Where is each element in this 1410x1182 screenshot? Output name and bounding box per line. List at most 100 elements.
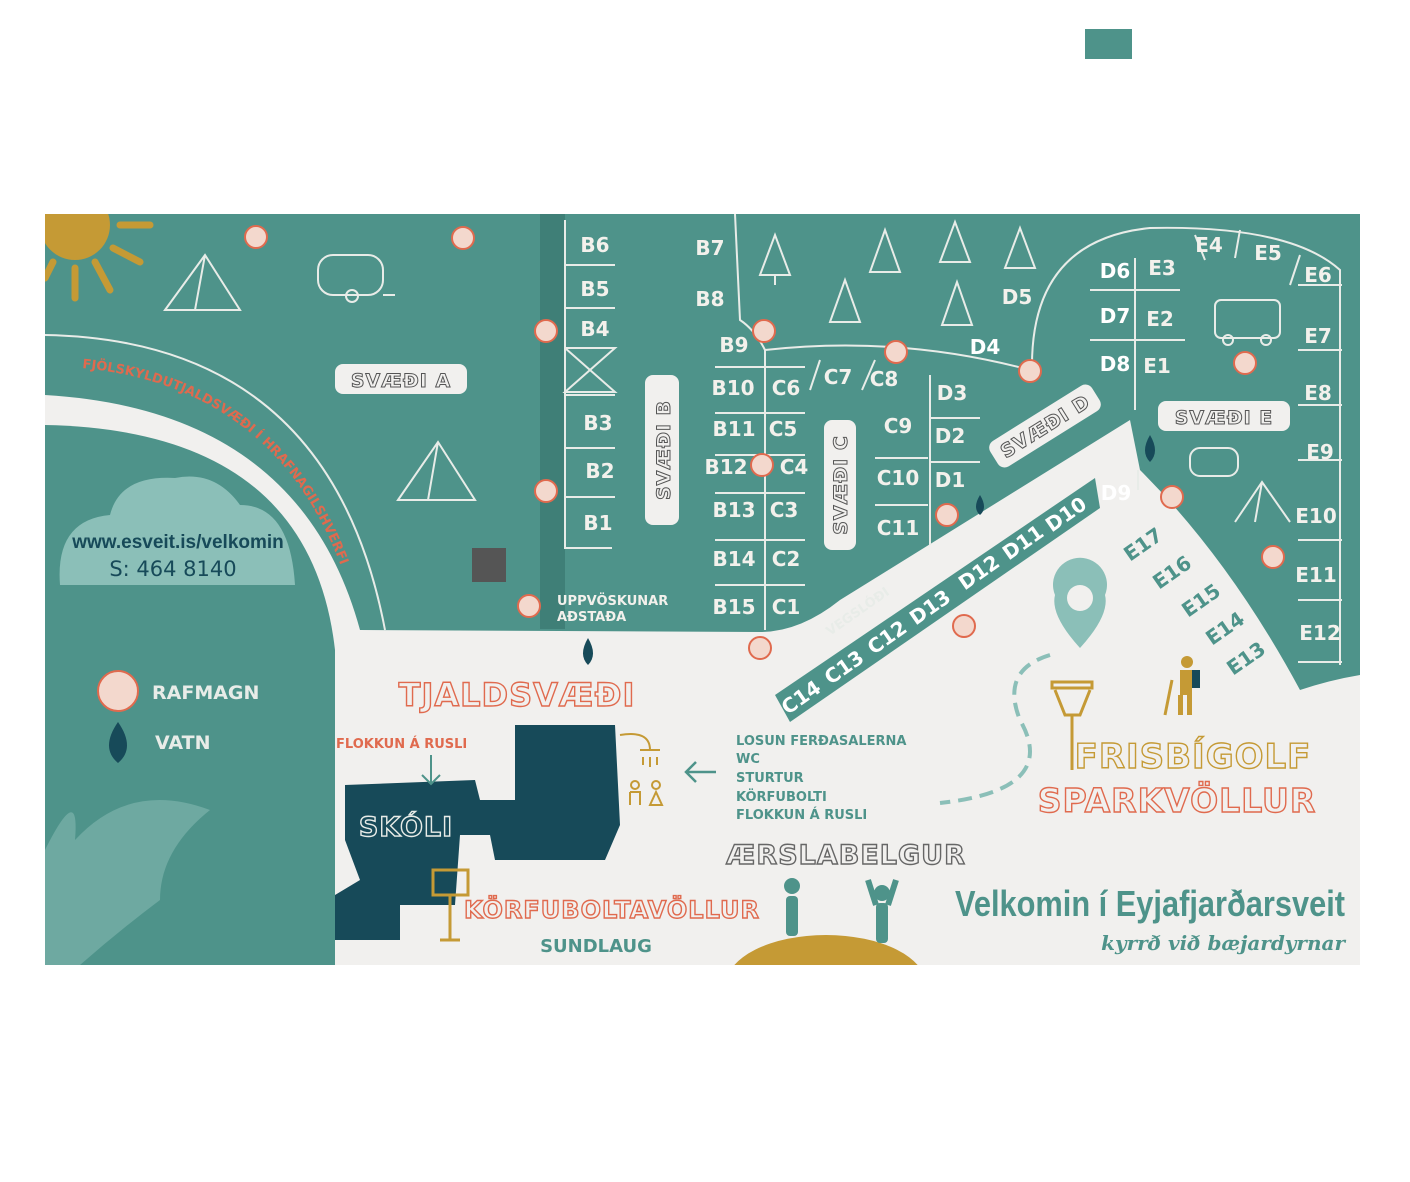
hill xyxy=(734,935,918,965)
welcome-title: Velkomin í Eyjafjarðarsveit xyxy=(955,883,1345,924)
legend-water: VATN xyxy=(109,722,211,763)
plot-label: D6 xyxy=(1100,259,1131,283)
dishwashing-label: AÐSTAÐA xyxy=(557,610,626,625)
football-field-label: SPARKVÖLLUR xyxy=(1038,780,1317,820)
plot-strip-c-d xyxy=(775,478,1100,722)
person-icon xyxy=(784,878,899,943)
svg-text:VATN: VATN xyxy=(155,732,211,754)
plot-label: C9 xyxy=(884,414,913,438)
plot-label: D9 xyxy=(1101,481,1132,505)
plot-label: B2 xyxy=(585,459,614,483)
svg-text:FLOKKUN Á RUSLI: FLOKKUN Á RUSLI xyxy=(736,807,867,823)
svg-text:KÖRFUBOLTI: KÖRFUBOLTI xyxy=(736,789,827,805)
arrow-down-icon xyxy=(421,755,441,786)
shower-icon xyxy=(619,733,660,767)
plot-label: E4 xyxy=(1195,233,1223,257)
services-list: LOSUN FERÐASALERNA WC STURTUR KÖRFUBOLTI… xyxy=(736,734,906,823)
svg-text:SVÆÐI C: SVÆÐI C xyxy=(830,435,852,535)
plot-label: C7 xyxy=(824,365,853,389)
plot-label: C3 xyxy=(770,498,799,522)
plot-label: C11 xyxy=(877,516,920,540)
svg-text:SVÆÐI A: SVÆÐI A xyxy=(351,370,451,392)
header-color-swatch xyxy=(1085,29,1132,59)
dishwashing-label: UPPVÖSKUNAR xyxy=(557,593,668,609)
plot-label: B12 xyxy=(704,455,747,479)
forest-edge xyxy=(540,214,565,629)
plot-label: C2 xyxy=(772,547,801,571)
plot-label: E10 xyxy=(1295,504,1337,528)
plot-label: E1 xyxy=(1143,354,1171,378)
plot-label: B11 xyxy=(712,417,755,441)
zone-badge-c: SVÆÐI C xyxy=(824,420,856,550)
svg-text:STURTUR: STURTUR xyxy=(736,771,804,786)
leaf-decoration xyxy=(45,800,210,965)
plot-label: B13 xyxy=(712,498,755,522)
bouncy-pillow-label: ÆRSLABELGUR xyxy=(726,840,966,871)
plot-label: D4 xyxy=(970,335,1001,359)
plot-label: E8 xyxy=(1304,381,1332,405)
plot-label: E5 xyxy=(1254,241,1282,265)
plot-label: E9 xyxy=(1306,440,1334,464)
zone-badge-b: SVÆÐI B xyxy=(645,375,679,525)
frisbee-basket-icon xyxy=(1050,680,1094,770)
svg-text:SVÆÐI B: SVÆÐI B xyxy=(653,400,675,500)
svg-text:SVÆÐI E: SVÆÐI E xyxy=(1175,407,1274,429)
plot-label: D3 xyxy=(937,381,968,405)
campsite-title: TJALDSVÆÐI xyxy=(399,676,636,714)
tree-icons xyxy=(758,219,1037,326)
plot-label: B3 xyxy=(583,411,612,435)
plot-label: B5 xyxy=(580,277,609,301)
plot-label: C4 xyxy=(780,455,809,479)
tagline: kyrrð við bæjardyrnar xyxy=(1101,931,1346,955)
plot-label: E7 xyxy=(1304,324,1332,348)
plot-label: C1 xyxy=(772,595,801,619)
sun-icon xyxy=(45,214,154,302)
plot-label: B7 xyxy=(695,236,724,260)
zone-badge-a: SVÆÐI A xyxy=(335,364,467,394)
school-label: SKÓLI xyxy=(359,811,453,843)
svg-text:RAFMAGN: RAFMAGN xyxy=(152,682,259,704)
legend-power: RAFMAGN xyxy=(97,670,259,712)
plot-label: E6 xyxy=(1304,263,1332,287)
plot-label: D1 xyxy=(935,468,966,492)
water-drop-icons xyxy=(583,435,1155,665)
plot-label: D5 xyxy=(1002,285,1033,309)
plot-label: E3 xyxy=(1148,256,1176,280)
frisbee-golf-label: FRISBÍGOLF xyxy=(1075,736,1312,777)
plot-label: C6 xyxy=(772,376,801,400)
plot-label: B9 xyxy=(719,333,748,357)
location-pin-icon xyxy=(1053,557,1107,648)
website-label: www.esveit.is/velkomin xyxy=(71,532,284,553)
zone-badge-e: SVÆÐI E xyxy=(1158,401,1290,431)
arrow-left-icon xyxy=(684,761,716,783)
plot-label: D8 xyxy=(1100,352,1131,376)
plot-label: B1 xyxy=(583,511,612,535)
plot-label: B8 xyxy=(695,287,724,311)
toilet-sign-icon xyxy=(472,548,506,582)
svg-text:WC: WC xyxy=(736,752,760,767)
motorhome-icon xyxy=(1214,299,1281,346)
plot-label: E11 xyxy=(1295,563,1337,587)
plot-label: E12 xyxy=(1299,621,1341,645)
plot-label: B4 xyxy=(580,317,609,341)
caravan-icon xyxy=(317,254,1239,477)
basketball-hoop-icon xyxy=(431,868,470,942)
recycling-label: FLOKKUN Á RUSLI xyxy=(336,736,467,752)
plot-label: C8 xyxy=(870,367,899,391)
pool-label: SUNDLAUG xyxy=(540,936,652,957)
school-building xyxy=(335,725,620,940)
power-outlet-icons xyxy=(244,225,1285,660)
plot-label: C10 xyxy=(877,466,920,490)
plot-label: E2 xyxy=(1146,307,1174,331)
frisbee-path xyxy=(939,653,1051,805)
hiker-icon xyxy=(1163,656,1200,716)
plot-label: B6 xyxy=(580,233,609,257)
plot-label: D2 xyxy=(935,424,966,448)
info-cloud xyxy=(59,476,296,585)
camping-area-region xyxy=(45,214,1360,690)
svg-text:LOSUN FERÐASALERNA: LOSUN FERÐASALERNA xyxy=(736,734,906,749)
plot-label: B15 xyxy=(712,595,755,619)
plot-label: C5 xyxy=(769,417,798,441)
plot-label: B10 xyxy=(711,376,754,400)
